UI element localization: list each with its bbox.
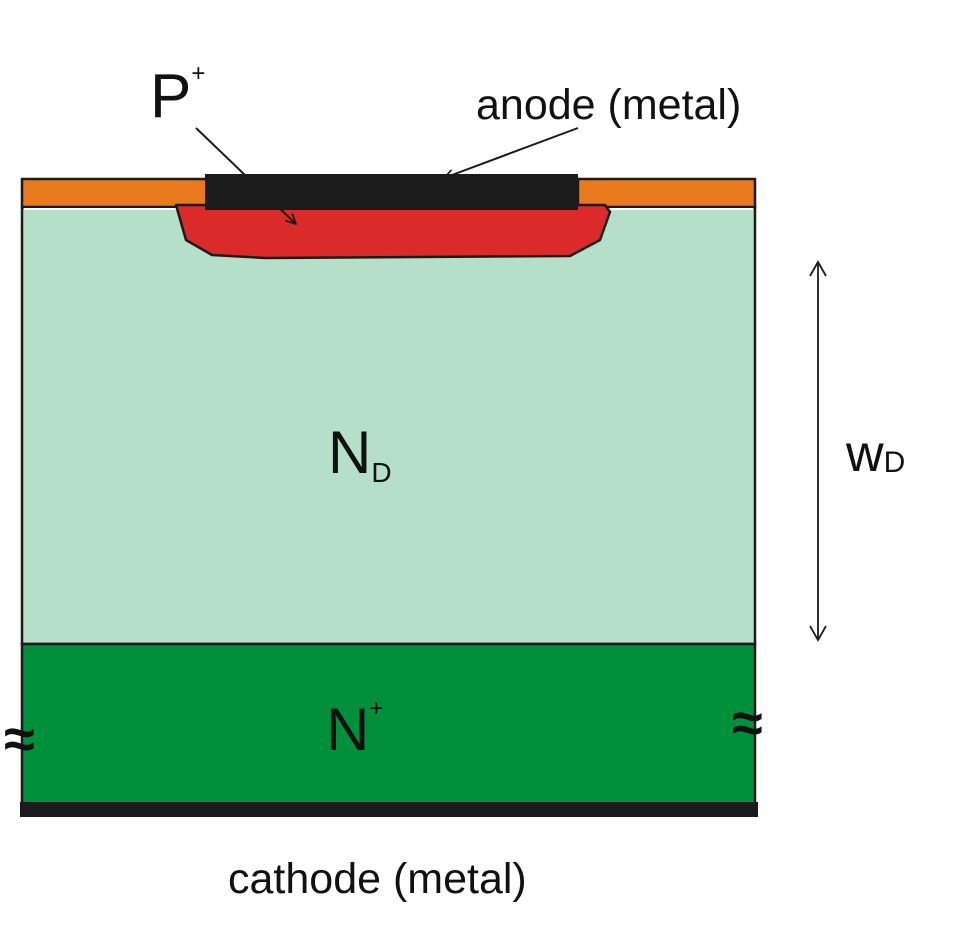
cathode-metal	[20, 802, 758, 817]
oxide-right	[576, 177, 757, 209]
wd-dimension-arrow	[809, 260, 827, 642]
nd-label: ND	[328, 419, 392, 488]
anode-metal	[205, 174, 578, 210]
wd-label: wD	[845, 425, 905, 483]
p-plus-leader-arrow	[195, 127, 296, 224]
p-plus-label: P+	[150, 60, 205, 131]
p-plus-region	[174, 203, 612, 260]
break-mark-right: ≈	[732, 691, 763, 754]
anode-leader-arrow	[444, 127, 579, 178]
nd-drift-region	[20, 205, 757, 646]
anode-label: anode (metal)	[476, 81, 741, 129]
cathode-label: cathode (metal)	[228, 855, 527, 903]
n-plus-substrate	[20, 642, 757, 806]
n-plus-label: N+	[326, 695, 383, 763]
break-mark-left: ≈	[4, 707, 35, 770]
oxide-left	[20, 177, 209, 209]
